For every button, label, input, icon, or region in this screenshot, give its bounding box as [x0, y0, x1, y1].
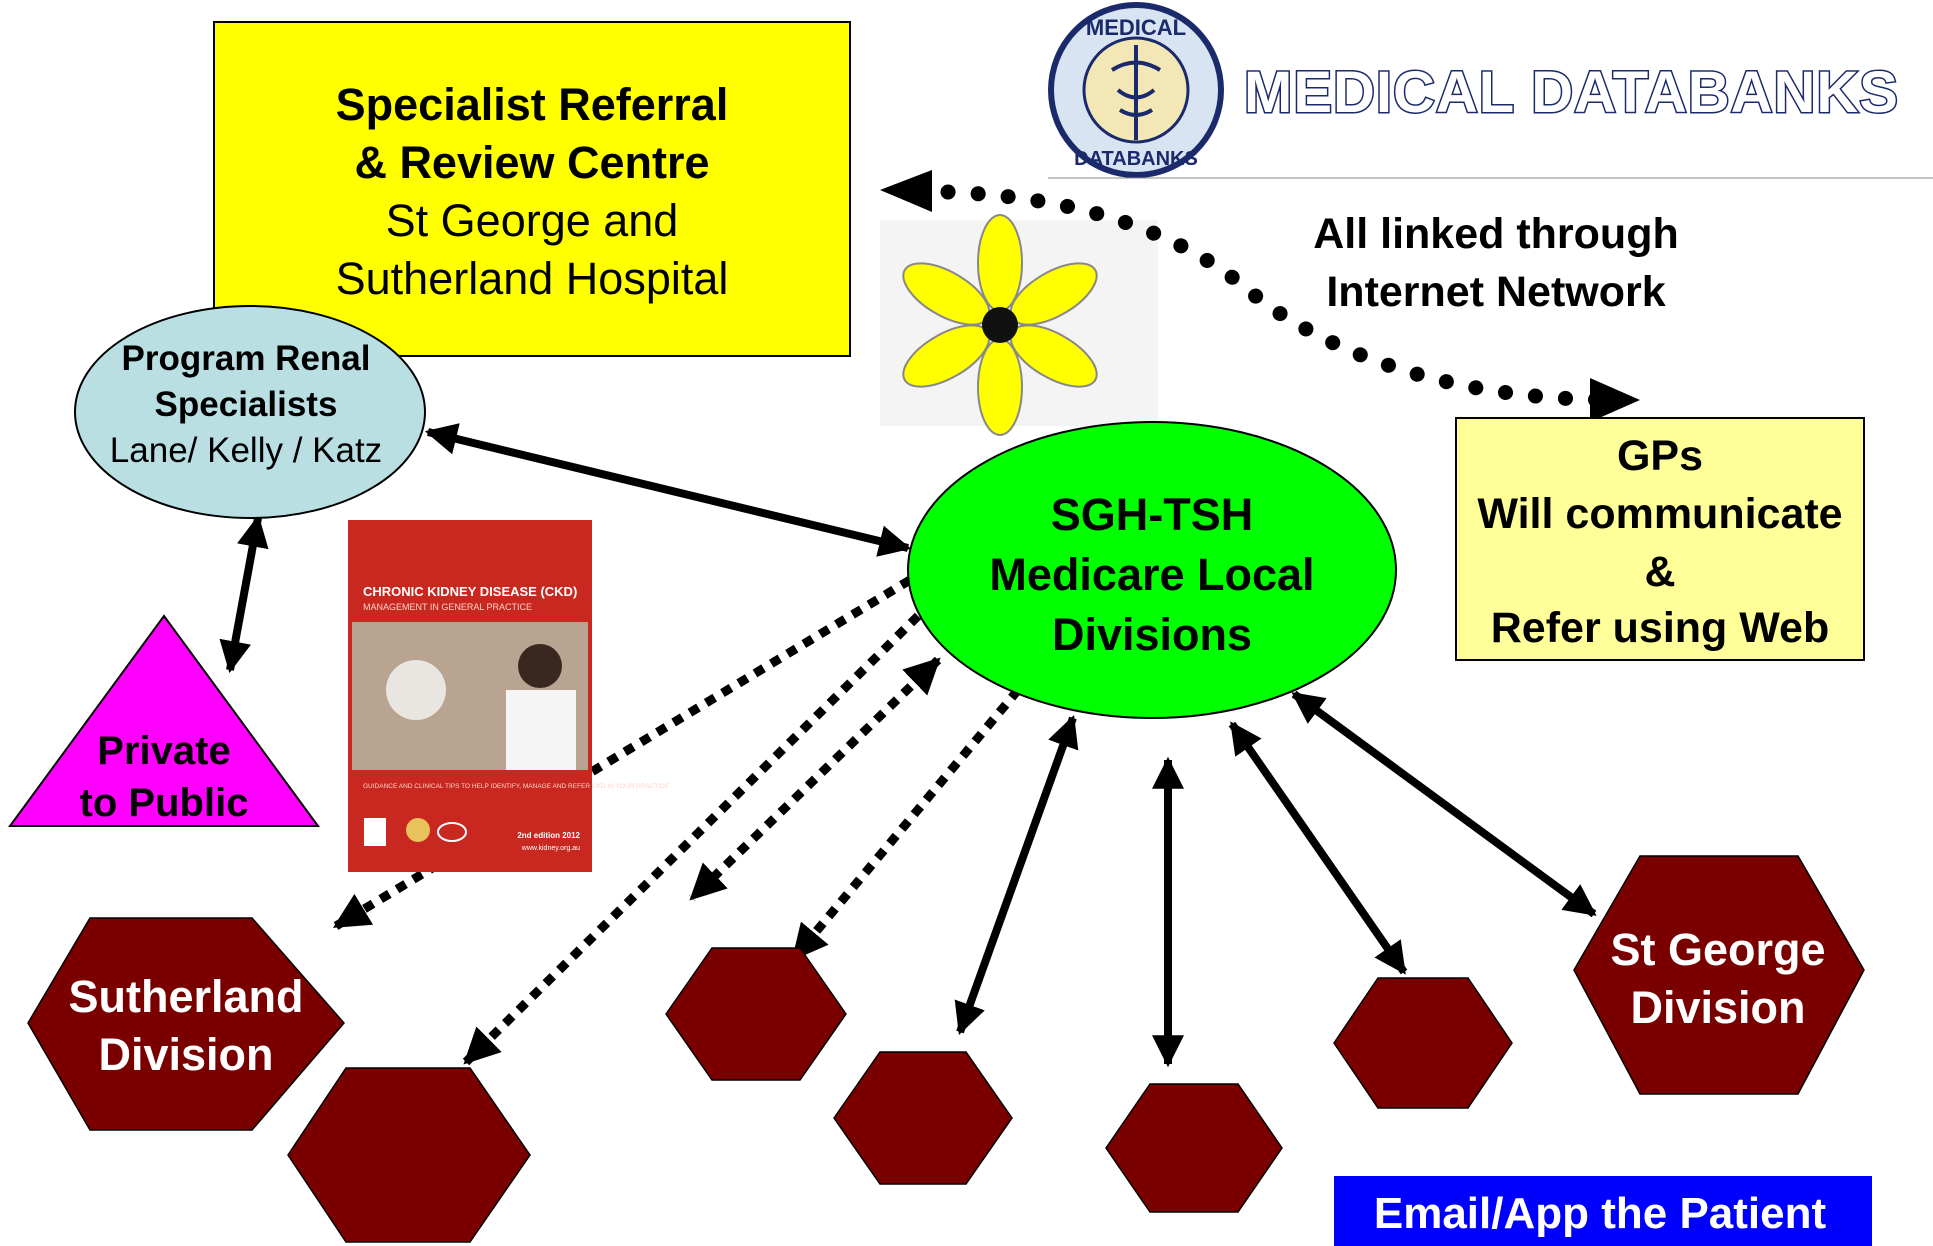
division-hexagons: [27, 855, 1865, 1243]
connector-medicare-hex3: [790, 687, 1022, 961]
hexagon-6: [1105, 1083, 1283, 1213]
referral-subtitle-line1: St George and: [386, 195, 679, 246]
ckd-title: CHRONIC KIDNEY DISEASE (CKD): [363, 584, 577, 599]
referral-centre-box: Specialist Referral & Review Centre St G…: [213, 21, 851, 357]
referral-subtitle-line2: Sutherland Hospital: [336, 253, 729, 304]
medicare-line3: Divisions: [1052, 609, 1252, 660]
ckd-photo-doctor-head: [518, 644, 562, 688]
flower-image: [880, 214, 1158, 436]
crest-logo-icon: [406, 818, 430, 842]
renal-line1: Program Renal: [122, 339, 371, 378]
network-note-line2: Internet Network: [1326, 268, 1665, 316]
renal-ellipse: [74, 305, 426, 519]
medical-databanks-logo: MEDICAL DATABANKS MEDICAL DATABANKS: [1048, 2, 1933, 179]
gps-line3: &: [1644, 548, 1675, 596]
ckd-url: www.kidney.org.au: [521, 845, 580, 852]
seal-top-text: MEDICAL: [1086, 15, 1186, 40]
ckd-booklet: CHRONIC KIDNEY DISEASE (CKD) MANAGEMENT …: [348, 520, 670, 872]
seal-bottom-text: DATABANKS: [1074, 148, 1198, 170]
connector-renal-medicare: [424, 423, 912, 557]
internet-link-arrow-left: [880, 170, 932, 212]
hexagon-4: [833, 1051, 1013, 1185]
caduceus-icon: [1110, 45, 1162, 140]
medicare-ellipse: [907, 421, 1397, 719]
renal-specialists-node: Program Renal Specialists Lane/ Kelly / …: [74, 305, 426, 519]
connector-medicare-hex7: [1228, 721, 1408, 975]
private-public-node: Private to Public: [8, 614, 320, 827]
ckd-subtitle: MANAGEMENT IN GENERAL PRACTICE: [363, 602, 532, 612]
internet-link-dotted: [940, 184, 1628, 408]
gps-line2: Will communicate: [1477, 490, 1842, 538]
connector-medicare-hex4: [954, 714, 1079, 1036]
hexagon-7: [1333, 977, 1513, 1109]
solid-connectors: [219, 423, 1597, 1068]
renal-line2: Specialists: [155, 385, 338, 424]
internet-link-arrow-right: [1590, 378, 1640, 422]
medicare-node: SGH-TSH Medicare Local Divisions: [907, 421, 1397, 719]
hexagon-3: [665, 947, 847, 1081]
medicare-line2: Medicare Local: [989, 549, 1314, 600]
renal-line3: Lane/ Kelly / Katz: [110, 431, 382, 470]
logo-wordmark: MEDICAL DATABANKS: [1244, 60, 1899, 125]
referral-title-line1: Specialist Referral: [336, 79, 729, 130]
flower-icon: [902, 214, 1098, 436]
anzsn-logo-icon: [437, 822, 467, 842]
hexagon-sutherland: [27, 917, 345, 1131]
medicare-line1: SGH-TSH: [1051, 489, 1254, 540]
kidney-health-logo-icon: [364, 818, 386, 846]
connector-medicare-stgeorge: [1291, 690, 1597, 918]
ckd-guidance: GUIDANCE AND CLINICAL TIPS TO HELP IDENT…: [363, 783, 670, 790]
private-triangle: [8, 614, 320, 827]
gps-box: GPs Will communicate & Refer using Web: [1455, 417, 1865, 661]
referral-centre-rect: [213, 21, 851, 357]
connector-medicare-hex3-up: [688, 656, 942, 902]
private-line2: to Public: [80, 781, 249, 825]
gps-line1: GPs: [1617, 432, 1703, 480]
network-note-line1: All linked through: [1313, 210, 1678, 258]
hexagon-st-george: [1573, 855, 1865, 1095]
ckd-photo-patient: [386, 660, 446, 720]
gps-rect: [1455, 417, 1865, 661]
referral-title-line2: & Review Centre: [354, 137, 709, 188]
connector-renal-private: [219, 514, 269, 674]
hexagon-2: [287, 1067, 531, 1243]
gps-line4: Refer using Web: [1491, 604, 1829, 652]
email-bar: Email/App the Patient: [1334, 1176, 1872, 1246]
ckd-photo-doctor-coat: [506, 690, 576, 770]
private-line1: Private: [97, 729, 230, 773]
email-bar-text: Email/App the Patient: [1374, 1189, 1827, 1238]
email-bar-rect: [1334, 1176, 1872, 1246]
network-note: All linked through Internet Network: [1313, 210, 1678, 316]
ckd-edition: 2nd edition 2012: [517, 831, 580, 840]
